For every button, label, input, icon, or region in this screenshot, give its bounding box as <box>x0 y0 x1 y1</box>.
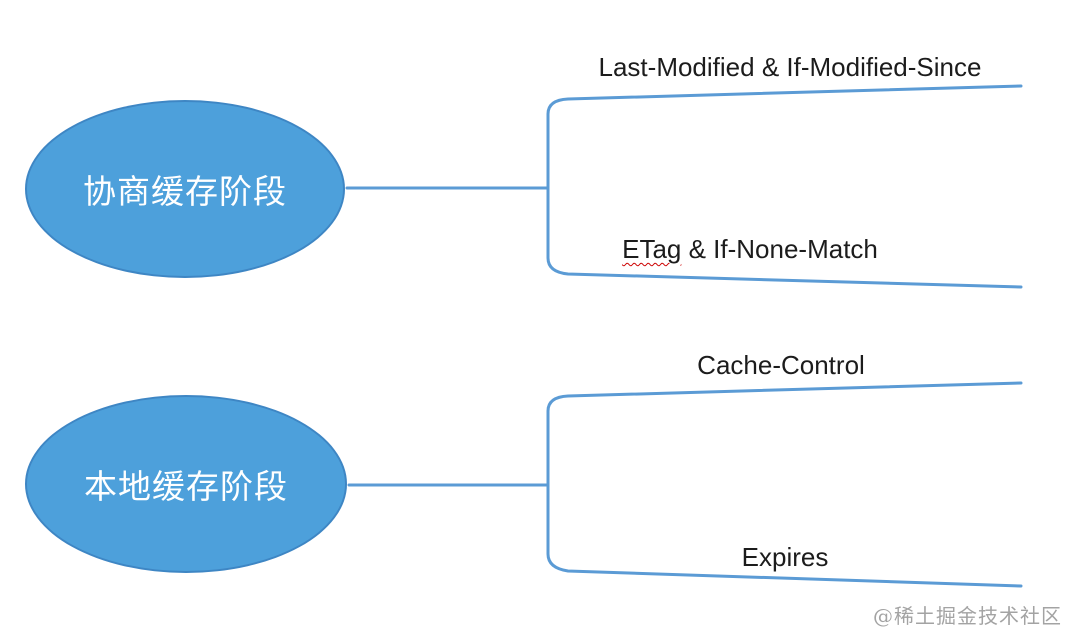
node-local-cache: 本地缓存阶段 <box>25 395 347 573</box>
node-negotiated-cache-label: 协商缓存阶段 <box>83 172 287 211</box>
branch-label-cache-control: Cache-Control <box>697 350 865 380</box>
negotiated-branch-bracket <box>546 84 1023 289</box>
local-branch-bracket <box>546 381 1023 588</box>
branch-label-etag: ETag & If-None-Match <box>622 234 878 264</box>
branch-label-expires: Expires <box>741 542 829 572</box>
node-negotiated-cache: 协商缓存阶段 <box>25 100 345 278</box>
watermark: @稀土掘金技术社区 <box>873 604 1062 628</box>
branch-label-last-modified: Last-Modified & If-Modified-Since <box>598 52 982 82</box>
etag-word-spellchecked: ETag <box>622 234 682 264</box>
node-local-cache-label: 本地缓存阶段 <box>84 467 288 506</box>
